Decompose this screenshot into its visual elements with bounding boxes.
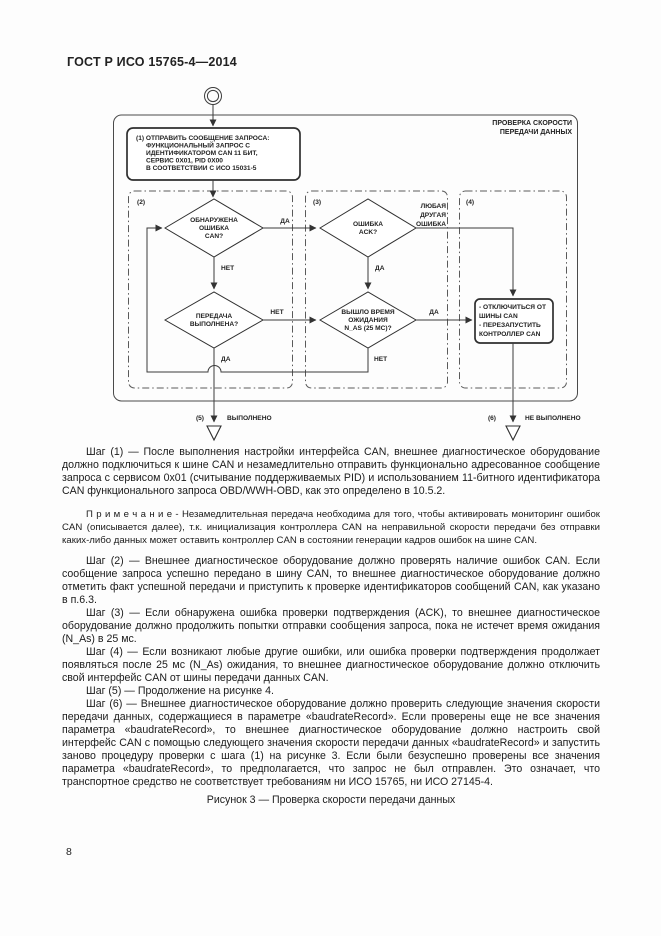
flowchart-outer-frame — [113, 114, 578, 402]
label-yes: ДА — [280, 218, 290, 225]
zone-3-box — [305, 190, 448, 389]
decision-ack-text: ОШИБКА — [353, 221, 383, 228]
label-no: НЕТ — [374, 356, 387, 363]
label-yes: ДА — [429, 309, 439, 316]
decision-transfer-text: ВЫПОЛНЕНА? — [190, 321, 238, 328]
zone-3-label: (3) — [313, 199, 321, 206]
paragraph-step-6: Шаг (6) — Внешнее диагностическое оборуд… — [62, 698, 600, 788]
page-number: 8 — [66, 846, 72, 858]
process-box-4-line: - ОТКЛЮЧИТЬСЯ ОТ — [479, 304, 546, 311]
label-any-other-error: ЛЮБАЯ — [421, 203, 447, 210]
flowchart-title-line2: ПЕРЕДАЧИ ДАННЫХ — [500, 129, 572, 136]
start-connector-icon — [204, 87, 222, 105]
flow-loop-retry — [146, 224, 369, 373]
zone-2-label: (2) — [137, 199, 145, 206]
paragraph-step-5: Шаг (5) — Продолжение на рисунке 4. — [86, 685, 274, 697]
decision-timeout-text: ОЖИДАНИЯ — [348, 317, 388, 324]
decision-transfer-done — [163, 291, 265, 349]
paragraph-step-4: Шаг (4) — Если возникают любые другие ош… — [62, 646, 600, 684]
label-yes: ДА — [375, 265, 385, 272]
paragraph-step-3: Шаг (3) — Если обнаружена ошибка проверк… — [62, 607, 600, 645]
decision-can-error-text: ОШИБКА — [199, 225, 229, 232]
paragraph-step-1: Шаг (1) — После выполнения настройки инт… — [62, 446, 600, 497]
zone-4-label: (4) — [466, 199, 474, 206]
figure-caption: Рисунок 3 — Проверка скорости передачи д… — [206, 794, 456, 806]
decision-timeout-text: ВЫШЛО ВРЕМЯ — [341, 309, 394, 316]
process-box-4-line: - ПЕРЕЗАПУСТИТЬ — [479, 322, 541, 329]
process-box-1-line: (1) ОТПРАВИТЬ СООБЩЕНИЕ ЗАПРОСА: — [136, 135, 269, 142]
decision-transfer-text: ПЕРЕДАЧА — [196, 313, 233, 320]
decision-can-error-text: ОБНАРУЖЕНА — [190, 217, 238, 224]
process-box-1-line: ИДЕНТИФИКАТОРОМ CAN 11 БИТ, — [146, 150, 258, 157]
paragraph-step-2: Шаг (2) — Внешнее диагностическое оборуд… — [62, 555, 600, 606]
body-text-block: Шаг (1) — После выполнения настройки инт… — [62, 446, 600, 807]
process-box-1-line: СЕРВИС 0X01, PID 0X00 — [146, 158, 223, 165]
exit-5-number: (5) — [196, 415, 204, 422]
label-yes: ДА — [221, 356, 231, 363]
exit-triangle-6-icon — [505, 425, 521, 442]
zone-4-box — [459, 190, 567, 389]
process-box-1-line: ФУНКЦИОНАЛЬНЫЙ ЗАПРОС С — [146, 141, 250, 150]
decision-ack-error — [319, 198, 417, 258]
flowchart-title-line1: ПРОВЕРКА СКОРОСТИ — [492, 120, 572, 127]
label-no: НЕТ — [270, 309, 283, 316]
label-no: НЕТ — [221, 265, 234, 272]
process-box-1-line: В СООТВЕТСТВИИ С ИСО 15031-5 — [146, 165, 257, 172]
label-any-other-error: ДРУГАЯ — [420, 212, 446, 219]
paragraph-note: П р и м е ч а н и е - Незамедлительная п… — [62, 509, 600, 546]
decision-ack-text: ACK? — [359, 229, 377, 236]
decision-timeout-text: N_AS (25 МС)? — [344, 325, 391, 332]
document-header: ГОСТ Р ИСО 15765-4—2014 — [67, 55, 237, 69]
process-box-4-line: ШИНЫ CAN — [479, 313, 518, 320]
exit-6-number: (6) — [488, 415, 496, 422]
process-box-disconnect — [474, 298, 554, 344]
flow-arrow-any-other-error — [416, 227, 517, 297]
exit-5-label: ВЫПОЛНЕНО — [227, 415, 272, 422]
exit-triangle-5-icon — [206, 425, 222, 442]
process-box-4-line: КОНТРОЛЛЕР CAN — [479, 331, 541, 338]
label-any-other-error: ОШИБКА — [416, 221, 446, 228]
exit-6-label: НЕ ВЫПОЛНЕНО — [525, 415, 581, 422]
decision-can-error-text: CAN? — [205, 233, 223, 240]
